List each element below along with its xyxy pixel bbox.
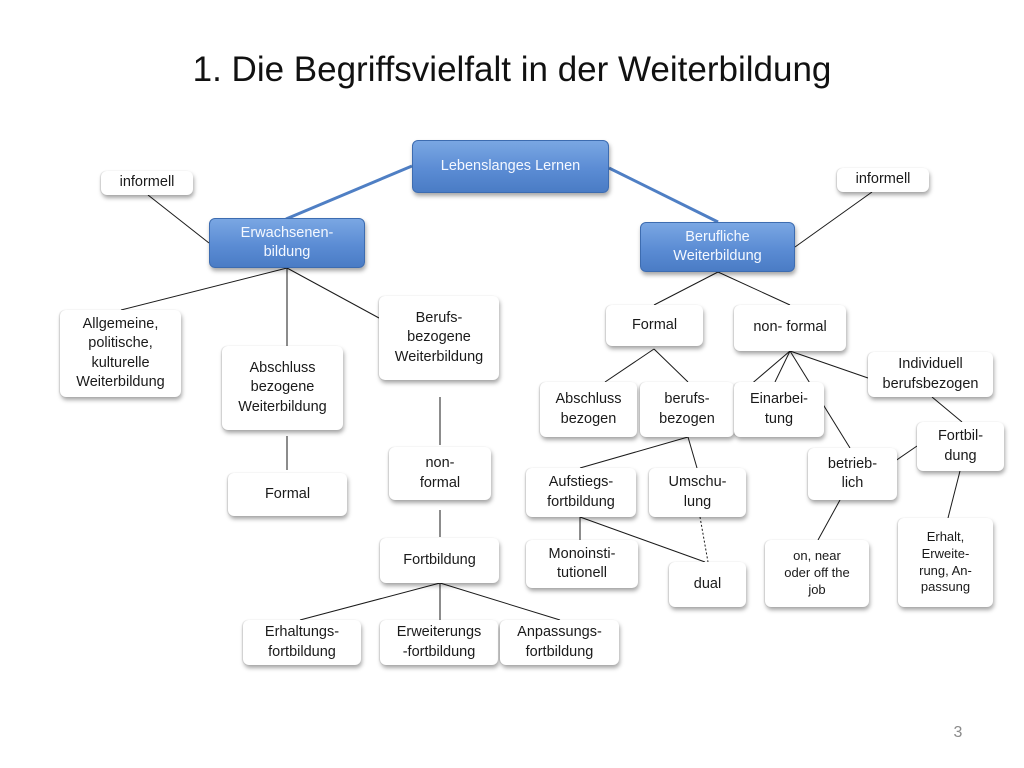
node-anpassungsfortbildung: Anpassungs- fortbildung [500,620,619,665]
node-allgemeine-weiterbildung: Allgemeine, politische, kulturelle Weite… [60,310,181,397]
node-fortbildung-right: Fortbil- dung [917,422,1004,471]
edge-non-formal-individuell [789,350,869,379]
edge-berufsbezogen-aufstiegsfortbildung [579,436,689,469]
edge-umschulung-dual [699,516,709,563]
edge-lebenslanges-lernen-erwachsenenbildung [285,164,413,221]
node-fortbildung-left: Fortbildung [380,538,499,583]
edge-erwachsenenbildung-allgemeine [120,267,288,311]
node-individuell-berufsbezogen: Individuell berufsbezogen [868,352,993,397]
node-umschulung: Umschu- lung [649,468,746,517]
edge-lebenslanges-lernen-berufliche-weiterbildung [608,166,719,224]
edge-fortbildung-anpassungsfortbildung [439,582,561,621]
slide-title: 1. Die Begriffsvielfalt in der Weiterbil… [192,50,832,89]
node-lebenslanges-lernen: Lebenslanges Lernen [412,140,609,193]
node-informell-left: informell [101,171,193,195]
node-non-formal-left: non- formal [389,447,491,500]
edge-betrieblich-on-near-off [817,499,841,541]
node-berufsbezogene-weiterbildung: Berufs- bezogene Weiterbildung [379,296,499,380]
node-formal-left: Formal [228,473,347,516]
node-aufstiegsfortbildung: Aufstiegs- fortbildung [526,468,636,517]
page-number: 3 [953,724,963,741]
edge-berufliche-weiterbildung-non-formal [717,271,791,306]
node-erwachsenenbildung: Erwachsenen- bildung [209,218,365,268]
node-informell-right: informell [837,168,929,192]
edge-aufstiegsfortbildung-dual [579,516,706,563]
edge-erwachsenenbildung-berufsbezogene [286,267,380,319]
node-berufliche-weiterbildung: Berufliche Weiterbildung [640,222,795,272]
edge-formal-berufsbezogen [653,348,689,383]
node-on-near-off-the-job: on, near oder off the job [765,540,869,607]
node-abschluss-bezogene-weiterbildung: Abschluss bezogene Weiterbildung [222,346,343,430]
edge-berufsbezogen-umschulung [687,436,698,469]
edge-berufliche-weiterbildung-formal [653,271,719,306]
node-erweiterungsfortbildung: Erweiterungs -fortbildung [380,620,498,665]
node-erhalt-erweiterung-anpassung: Erhalt, Erweite- rung, An- passung [898,518,993,607]
edge-informell-right-berufliche-weiterbildung [794,191,873,248]
node-formal-right: Formal [606,305,703,346]
node-non-formal-right: non- formal [734,305,846,351]
edge-fortbildung-erhalt [947,470,961,519]
node-betrieblich: betrieb- lich [808,448,897,500]
edge-individuell-fortbildung [931,396,963,423]
node-dual: dual [669,562,746,607]
node-monoinstitutionell: Monoinsti- tutionell [526,540,638,588]
node-abschluss-bezogen: Abschluss bezogen [540,382,637,437]
edge-fortbildung-erhaltungsfortbildung [299,582,441,621]
node-erhaltungsfortbildung: Erhaltungs- fortbildung [243,620,361,665]
edge-informell-left-erwachsenenbildung [147,194,210,244]
edge-formal-abschluss-bezogen [604,348,655,383]
edge-non-formal-einarbeitung [774,350,791,383]
node-berufsbezogen: berufs- bezogen [640,382,734,437]
node-einarbeitung: Einarbei- tung [734,382,824,437]
